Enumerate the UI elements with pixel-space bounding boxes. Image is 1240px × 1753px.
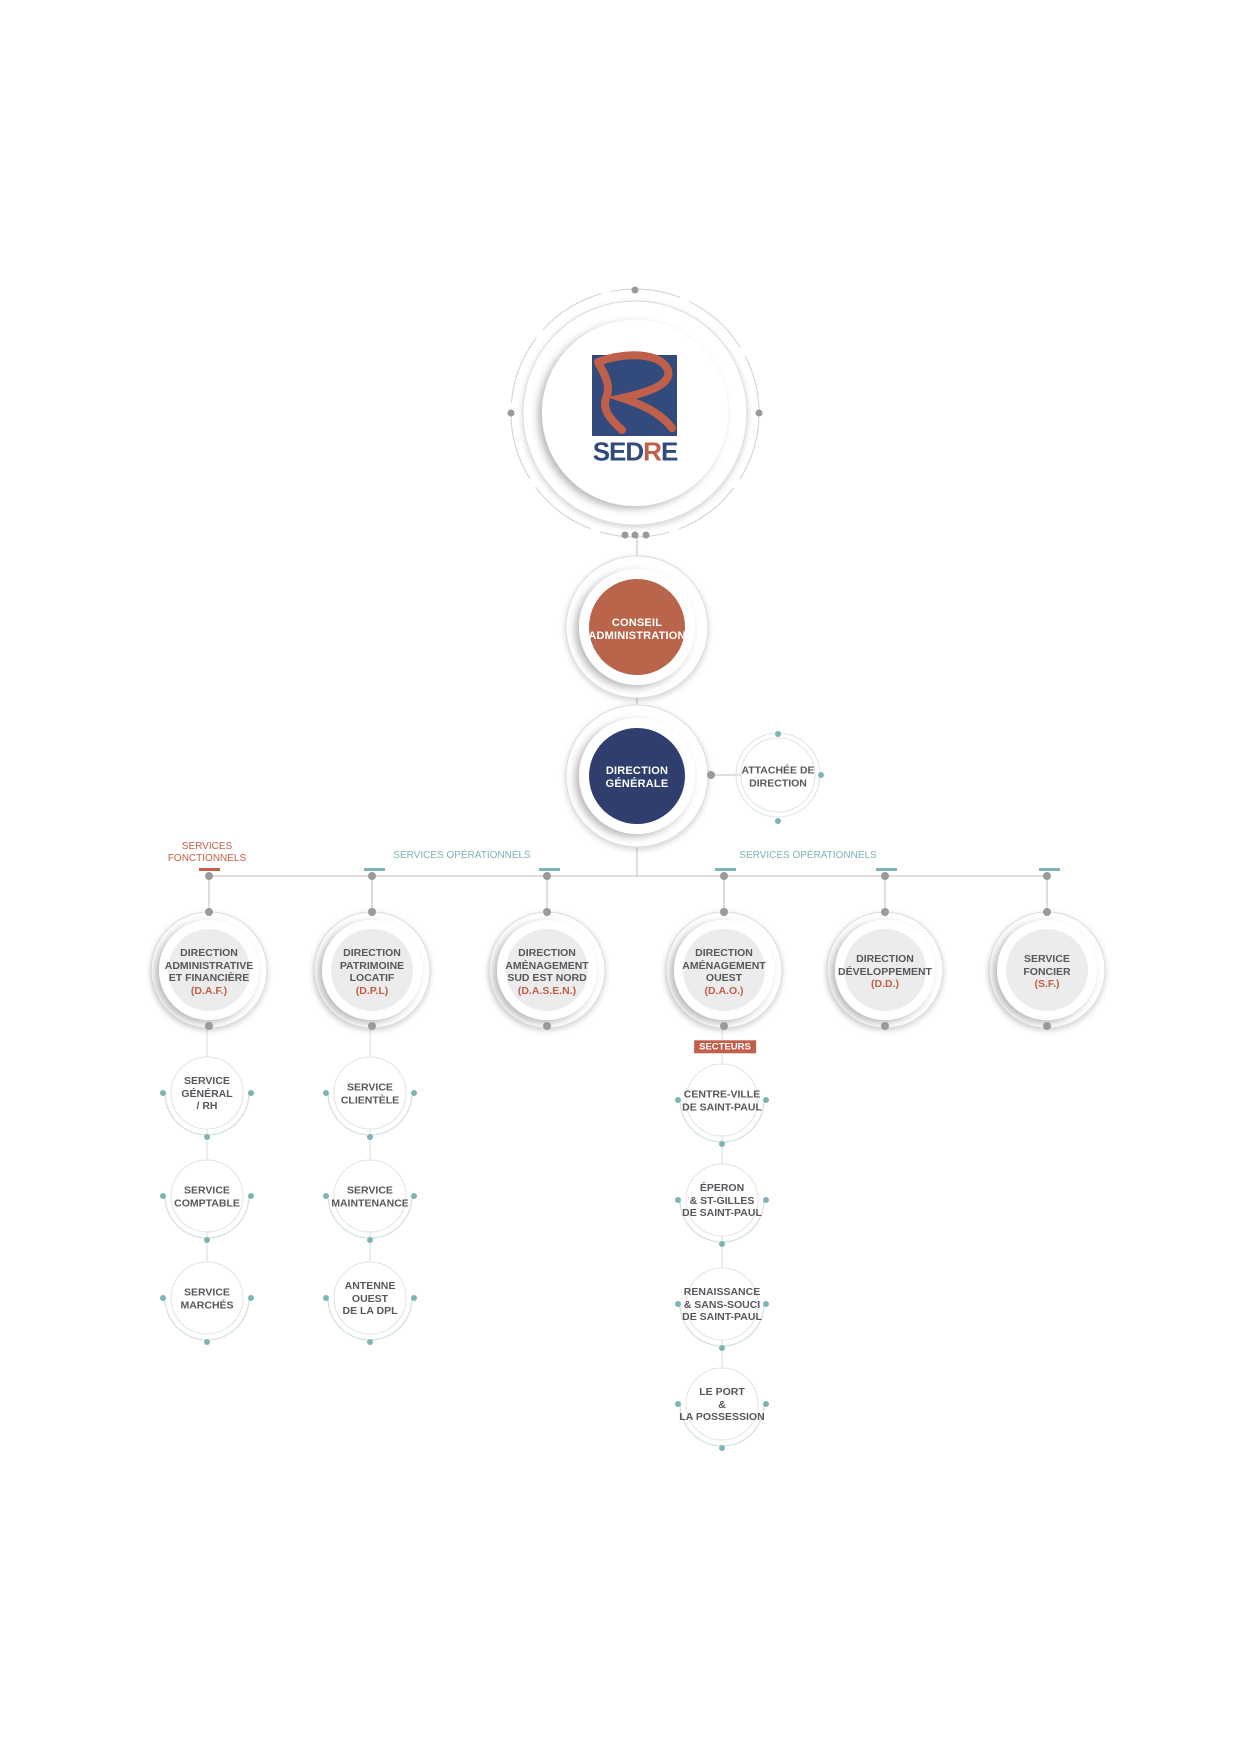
branch-node-dot: [720, 872, 728, 880]
branch-markers: [199, 868, 1060, 871]
secteur-dao-node: [675, 1267, 769, 1351]
service-daf-node: [160, 1056, 254, 1140]
branch-node-dot: [543, 872, 551, 880]
direction-node: [488, 908, 606, 1030]
branch-node-dot: [1043, 872, 1051, 880]
direction-node: [665, 908, 783, 1030]
directions-layer: [150, 908, 1106, 1030]
direction-node: [150, 908, 268, 1030]
service-dpl-node: [323, 1261, 417, 1345]
secteurs-badge: SECTEURS: [694, 1040, 756, 1054]
conseil-administration-node: [565, 555, 709, 699]
logo-wordmark: SEDRE: [592, 436, 679, 467]
secteur-dao-node: [675, 1367, 769, 1451]
secteur-dao-node: [675, 1163, 769, 1247]
direction-generale-node: [565, 704, 715, 848]
service-dpl-node: [323, 1056, 417, 1140]
attachee-direction-node: [735, 731, 824, 824]
direction-node: [988, 908, 1106, 1030]
sedre-logo: [592, 351, 677, 436]
branch-node-dot: [368, 872, 376, 880]
secteur-dao-node: [675, 1063, 769, 1147]
direction-node: [826, 908, 944, 1030]
services-fonctionnels-label: SERVICES FONCTIONNELS: [167, 841, 247, 864]
direction-node: [313, 908, 431, 1030]
branch-node-dot: [205, 872, 213, 880]
service-daf-node: [160, 1159, 254, 1243]
service-dpl-node: [323, 1159, 417, 1243]
services-operationnels-right-label: SERVICES OPÉRATIONNELS: [739, 850, 877, 861]
service-daf-node: [160, 1261, 254, 1345]
logo-node: [507, 286, 763, 539]
services-layer: [160, 1056, 769, 1451]
branch-node-dot: [881, 872, 889, 880]
services-operationnels-left-label: SERVICES OPÉRATIONNELS: [393, 850, 531, 861]
